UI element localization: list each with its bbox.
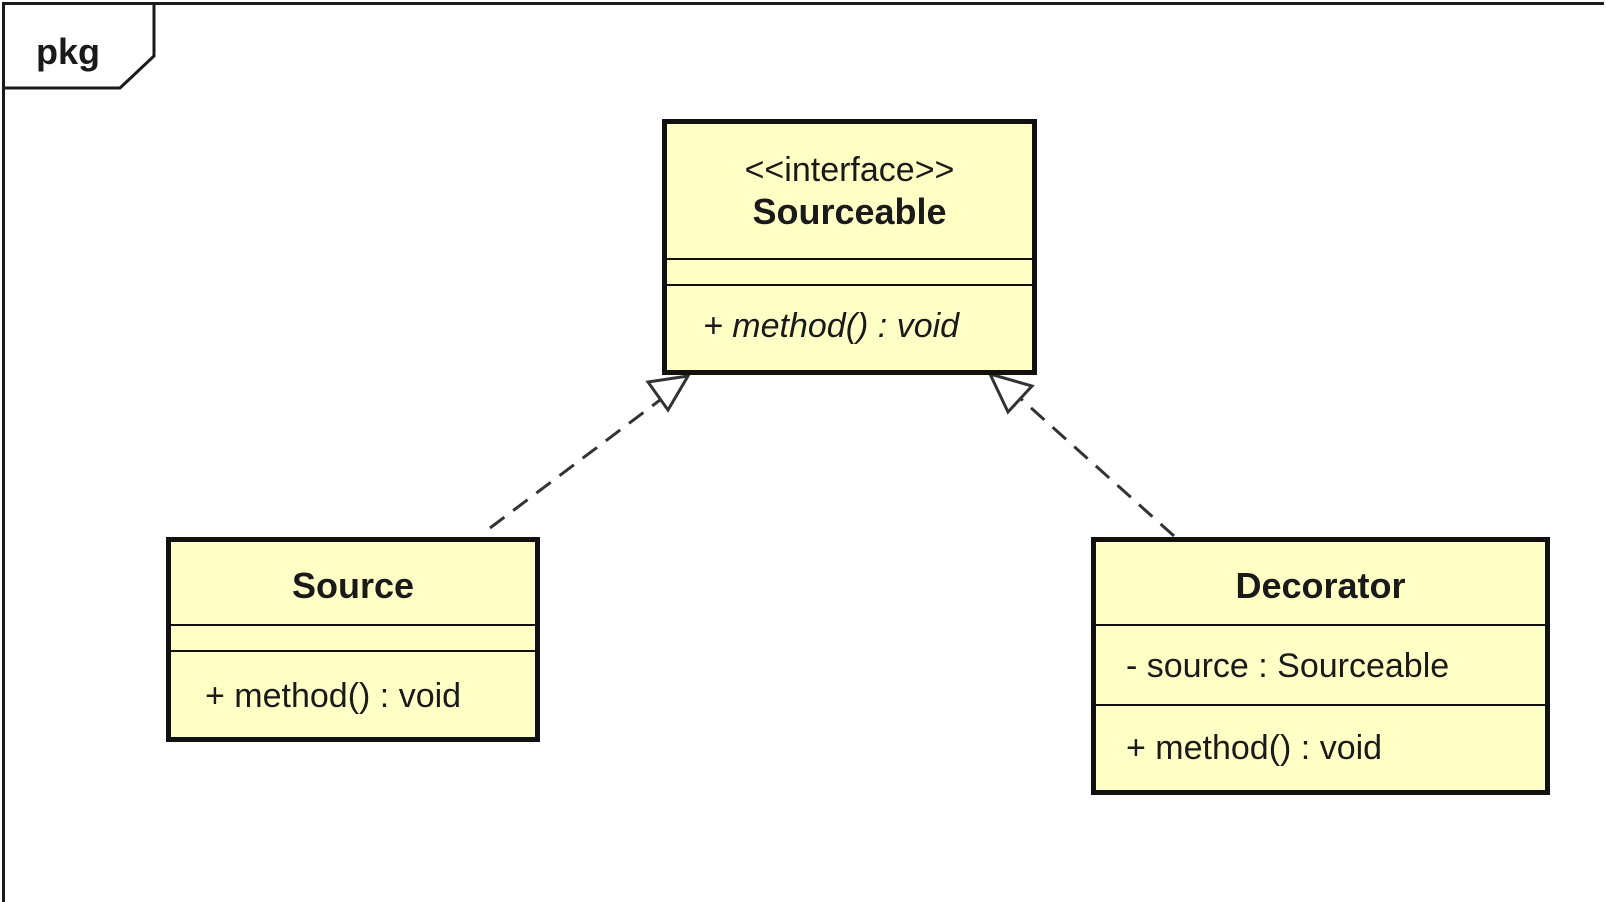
package-label: pkg: [36, 31, 101, 72]
relations-layer: [489, 371, 1176, 538]
attribute-compartment: [171, 626, 535, 652]
class-name: Decorator: [1235, 565, 1406, 606]
class-name: Sourceable: [752, 191, 947, 232]
class-decorator[interactable]: Decorator - source : Sourceable + method…: [1091, 537, 1550, 795]
operation[interactable]: + method() : void: [1126, 729, 1383, 767]
operation-compartment: + method() : void: [667, 286, 1032, 346]
operation[interactable]: + method() : void: [205, 677, 462, 715]
name-compartment: Decorator: [1096, 542, 1545, 626]
name-compartment: <<interface>> Sourceable: [667, 124, 1032, 260]
realization-decorator-to-sourceable[interactable]: [987, 371, 1176, 538]
package-tab: [3, 3, 156, 90]
operation-compartment: + method() : void: [171, 652, 535, 716]
class-source[interactable]: Source + method() : void: [166, 537, 540, 742]
class-sourceable[interactable]: <<interface>> Sourceable + method() : vo…: [662, 119, 1037, 375]
attribute-compartment: - source : Sourceable: [1096, 626, 1545, 706]
stereotype-label: <<interface>>: [744, 151, 955, 189]
realization-source-to-sourceable[interactable]: [489, 374, 691, 530]
operation[interactable]: + method() : void: [703, 307, 960, 345]
realization-arrowhead: [987, 371, 1035, 415]
operation-compartment: + method() : void: [1096, 706, 1545, 768]
name-compartment: Source: [171, 542, 535, 626]
realization-arrowhead: [645, 374, 691, 413]
attribute-compartment: [667, 260, 1032, 286]
class-name: Source: [291, 565, 415, 606]
attribute[interactable]: - source : Sourceable: [1126, 647, 1450, 685]
